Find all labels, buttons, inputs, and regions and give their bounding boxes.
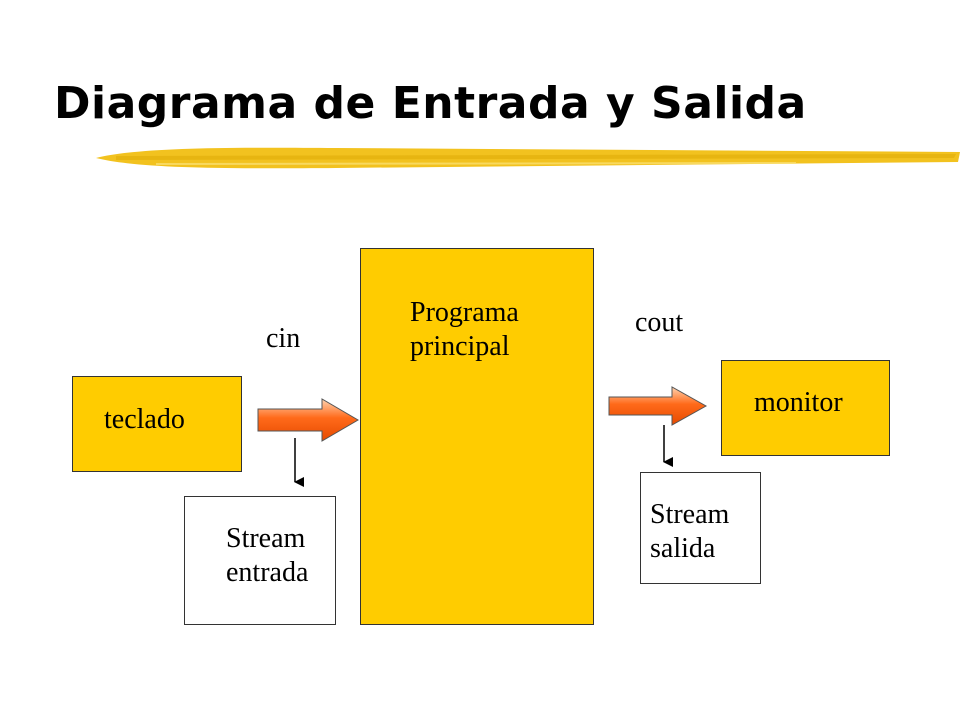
input-stream-box: [184, 496, 336, 625]
cin-label: cin: [266, 323, 301, 354]
cout-label: cout: [635, 307, 684, 338]
cin-arrow: [257, 398, 359, 442]
title-underline: [96, 147, 960, 169]
output-stream-box: [640, 472, 761, 584]
cout-arrow: [608, 386, 708, 426]
slide-title: Diagrama de Entrada y Salida: [54, 78, 807, 129]
monitor-box: [721, 360, 890, 456]
output-stream-label: Stream salida: [650, 499, 730, 564]
input-stream-label: Stream entrada: [226, 523, 309, 588]
keyboard-box: [72, 376, 242, 472]
main-program-box: [360, 248, 594, 625]
keyboard-label: teclado: [104, 404, 185, 435]
main-program-label: Programa principal: [410, 297, 519, 362]
monitor-label: monitor: [754, 387, 843, 418]
